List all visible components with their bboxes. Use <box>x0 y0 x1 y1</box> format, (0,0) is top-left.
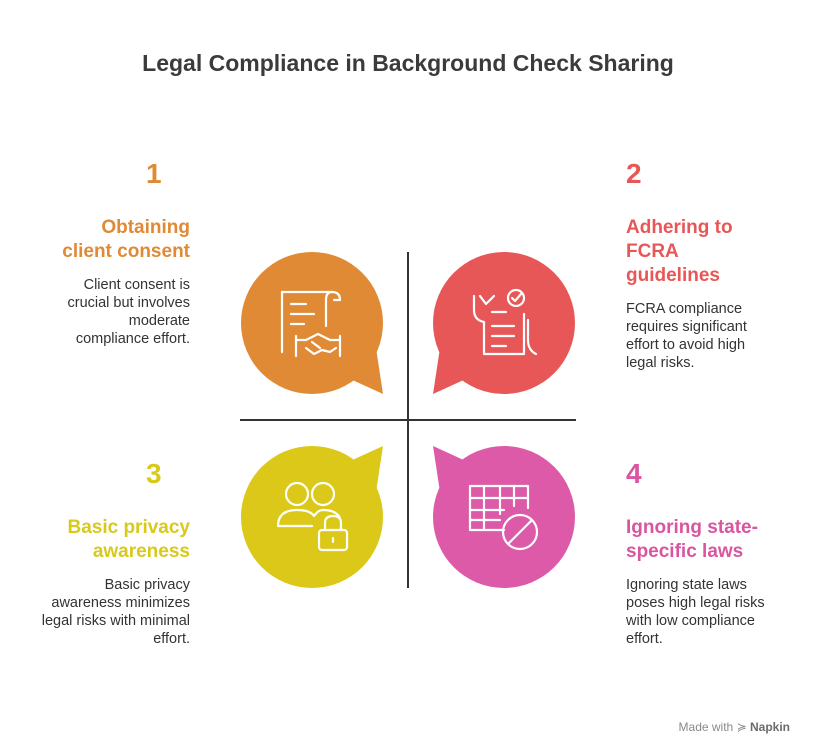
quadrant-2-number: 2 <box>626 158 642 189</box>
napkin-logo-icon: ≽ <box>736 720 747 734</box>
quadrant-3-heading-line-2: awareness <box>92 541 190 562</box>
quadrant-3-heading-line-1: Basic privacy <box>67 517 190 538</box>
quadrant-1-description: Client consent is crucial but involves m… <box>67 277 191 347</box>
quadrant-1-number: 1 <box>146 158 162 189</box>
quadrant-2-bubble <box>433 252 575 394</box>
quadrant-2-description: FCRA compliance requires significant eff… <box>626 301 747 371</box>
blocked-table-icon <box>468 484 539 551</box>
quadrant-2-heading: Adhering to FCRA guidelines <box>626 216 786 288</box>
users-lock-icon <box>276 481 349 552</box>
quadrant-1-bubble <box>241 252 383 394</box>
brand-name: Napkin <box>749 720 790 734</box>
quadrant-4-heading: Ignoring state- specific laws <box>626 516 796 564</box>
quadrant-3-number: 3 <box>146 458 162 489</box>
footer-branding: Made with ≽ Napkin <box>679 720 790 734</box>
quadrant-1-heading-line-1: Obtaining <box>101 217 190 238</box>
quadrant-2-heading-line-3: guidelines <box>626 265 720 286</box>
quadrant-4-number: 4 <box>626 458 642 489</box>
quadrant-3-description: Basic privacy awareness minimizes legal … <box>41 577 190 647</box>
quadrant-1-heading-line-2: client consent <box>62 241 190 262</box>
checklist-document-icon <box>472 288 538 356</box>
page-title: Legal Compliance in Background Check Sha… <box>142 50 674 76</box>
quadrant-1-heading: Obtaining client consent <box>40 216 190 264</box>
quadrant-4-description: Ignoring state laws poses high legal ris… <box>626 577 765 647</box>
quadrant-2-heading-line-1: Adhering to <box>626 217 733 238</box>
quadrant-4-heading-line-2: specific laws <box>626 541 744 562</box>
contract-handshake-icon <box>280 290 342 358</box>
quadrant-4-heading-line-1: Ignoring state- <box>626 517 758 538</box>
quadrant-4-bubble <box>433 446 575 588</box>
quadrant-2-heading-line-2: FCRA <box>626 241 679 262</box>
quadrant-3-heading: Basic privacy awareness <box>40 516 190 564</box>
made-with-label: Made with <box>678 720 734 734</box>
quadrant-3-bubble <box>241 446 383 588</box>
